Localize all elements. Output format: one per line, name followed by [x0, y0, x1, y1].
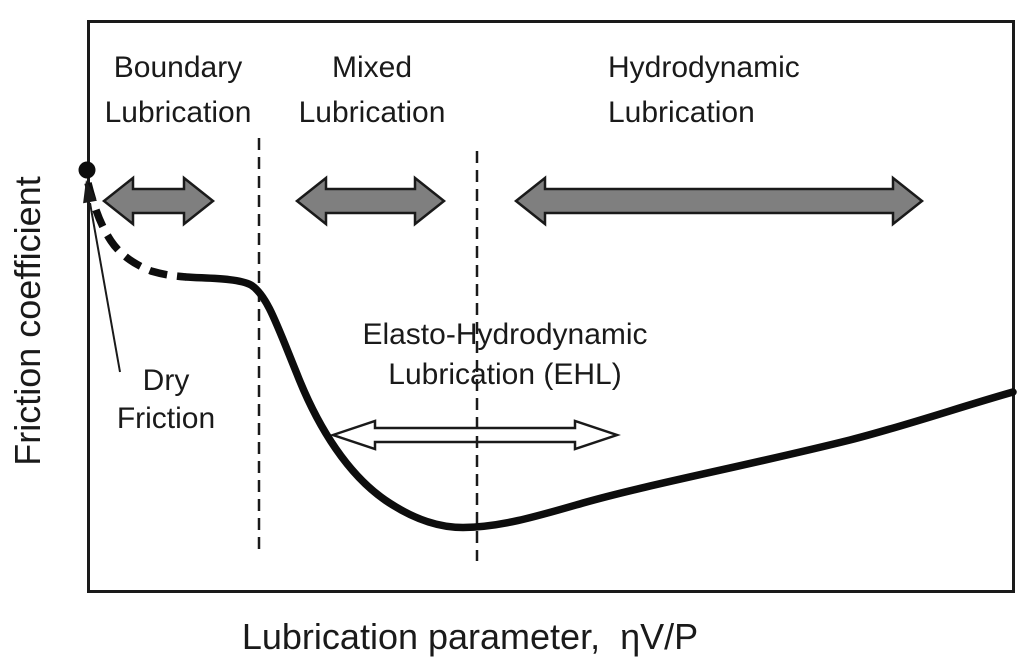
- region-label-boundary: Boundary Lubrication: [105, 45, 252, 135]
- dry-friction-label-line1: Dry: [142, 364, 190, 397]
- static-friction-point: [78, 161, 96, 179]
- dry-friction-label: Dry Friction: [117, 362, 215, 438]
- ehl-label-line2: Lubrication (EHL): [388, 358, 622, 391]
- friction-curve-dashed-segment: [84, 182, 187, 281]
- region-label-boundary-line1: Boundary: [113, 51, 243, 84]
- dry-friction-pointer-arrowhead: [83, 180, 97, 204]
- dry-friction-pointer-line: [89, 202, 121, 373]
- hydrodynamic-range-double-arrow: [513, 175, 925, 227]
- y-axis-label: Friction coefficient: [7, 176, 48, 466]
- region-label-hydrodynamic: Hydrodynamic Lubrication: [608, 45, 800, 135]
- region-label-hydrodynamic-line2: Lubrication: [608, 96, 755, 129]
- region-label-mixed: Mixed Lubrication: [299, 45, 446, 135]
- region-label-mixed-line1: Mixed: [331, 51, 413, 84]
- region-label-boundary-line2: Lubrication: [104, 96, 252, 129]
- ehl-label: Elasto-Hydrodynamic Lubrication (EHL): [362, 315, 647, 395]
- plot-frame: [87, 20, 1015, 593]
- x-axis-label: Lubrication parameter, ηV/P: [241, 616, 699, 657]
- ehl-label-line1: Elasto-Hydrodynamic: [362, 318, 648, 351]
- region-label-mixed-line2: Lubrication: [298, 96, 446, 129]
- mixed-range-double-arrow: [294, 175, 447, 227]
- ehl-range-double-arrow: [329, 419, 621, 451]
- region-label-hydrodynamic-line1: Hydrodynamic: [608, 51, 800, 84]
- dry-friction-label-line2: Friction: [116, 402, 216, 435]
- boundary-range-double-arrow: [101, 175, 216, 227]
- friction-curve: [182, 273, 1017, 532]
